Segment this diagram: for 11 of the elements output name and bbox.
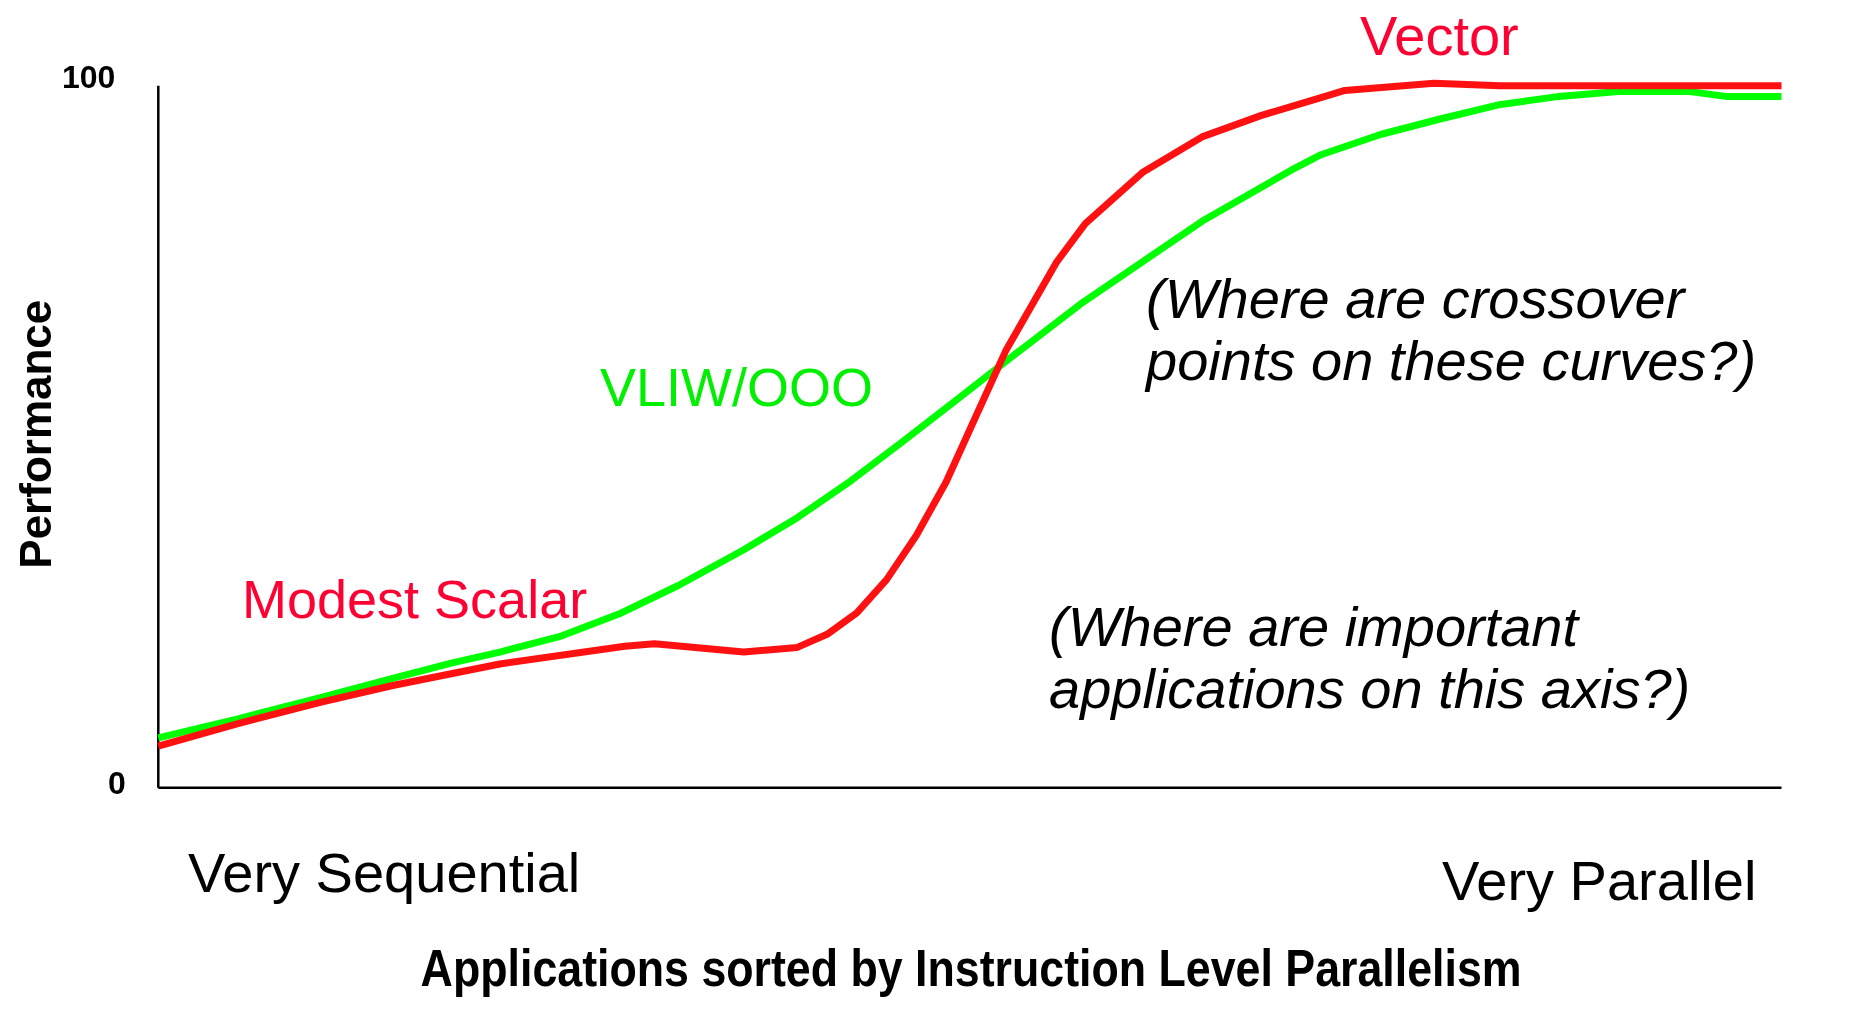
axis-title: Performance: [11, 299, 61, 569]
axis-end-label: Very Parallel: [1442, 850, 1757, 912]
question-text: (Where are crossover points on these curves?): [1146, 268, 1758, 392]
axis-title: Applications sorted by Instruction Level Parallelism: [420, 940, 1522, 998]
curve-label: Modest Scalar: [242, 570, 588, 630]
curve-label: Vector: [1360, 5, 1519, 67]
question-text: (Where are important applications on this axis?): [1049, 596, 1692, 720]
axis-end-label: Very Sequential: [188, 842, 581, 904]
curve-label: VLIW/OOO: [600, 358, 874, 418]
axis-tick-label: 100: [62, 60, 116, 96]
axis-tick-label: 0: [108, 766, 126, 802]
